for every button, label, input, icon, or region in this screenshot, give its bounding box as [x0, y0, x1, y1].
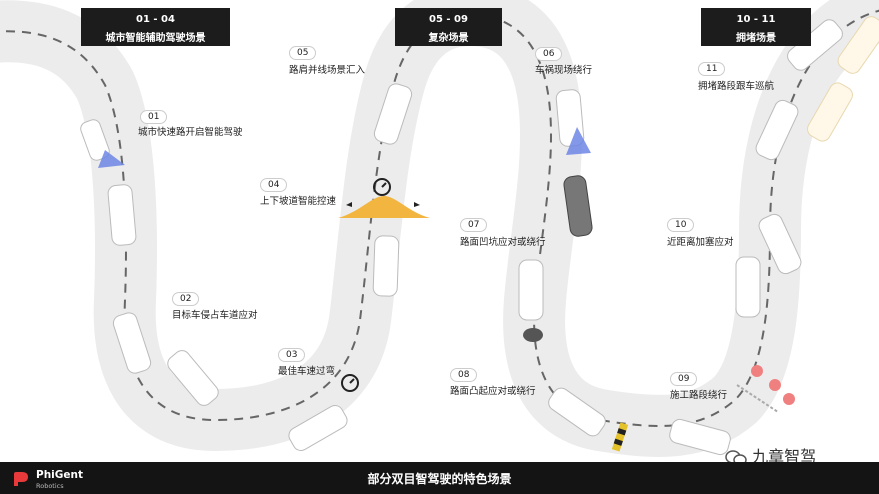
car — [669, 418, 731, 456]
barrier — [736, 384, 779, 413]
traffic-cone-icon — [783, 393, 795, 405]
scenario-number: 01 — [140, 110, 168, 124]
scenario-label: 拥堵路段跟车巡航 — [698, 81, 775, 92]
car — [755, 99, 799, 161]
car — [288, 405, 348, 451]
car — [548, 387, 606, 437]
footer-bar: PhiGent Robotics 部分双目智驾驶的特色场景 — [0, 462, 879, 494]
scenario-label: 上下坡道智能控速 — [260, 196, 337, 207]
sensor-cone — [98, 150, 125, 168]
up-arrow-icon — [346, 202, 352, 207]
speedometer-icon — [373, 178, 391, 196]
scenario-label: 路肩并线场景汇入 — [289, 65, 366, 76]
scenario-number: 06 — [535, 47, 563, 61]
scenario-number: 04 — [260, 178, 288, 192]
down-arrow-icon — [414, 202, 420, 207]
traffic-cone-icon — [769, 379, 781, 391]
speed-bump — [611, 422, 629, 452]
car — [372, 235, 400, 297]
car — [758, 213, 802, 275]
scenario-label: 施工路段绕行 — [670, 390, 728, 401]
scenario-number: 10 — [667, 218, 695, 232]
scenario-number: 02 — [172, 292, 200, 306]
scenario-label: 路面凹坑应对或绕行 — [460, 237, 546, 248]
phigent-logo-icon — [14, 472, 28, 486]
logo-name: PhiGent — [36, 469, 84, 481]
crashed-car — [563, 175, 593, 237]
car — [107, 184, 137, 246]
scenario-number: 08 — [450, 368, 478, 382]
footer-title: 部分双目智驾驶的特色场景 — [367, 472, 512, 486]
logo-sub: Robotics — [36, 482, 64, 490]
car — [735, 256, 761, 318]
watermark-text: 九章智驾 — [752, 447, 817, 466]
car — [112, 312, 152, 374]
scenario-label: 目标车侵占车道应对 — [172, 310, 258, 321]
speed-hump — [338, 196, 430, 218]
car — [837, 16, 879, 74]
scenario-number: 03 — [278, 348, 306, 362]
scenario-number: 07 — [460, 218, 488, 232]
car — [373, 83, 413, 145]
scenario-label: 车祸现场绕行 — [535, 65, 593, 76]
scenario-label: 最佳车速过弯 — [278, 366, 336, 377]
scenario-label: 路面凸起应对或绕行 — [450, 386, 536, 397]
speedometer-icon — [341, 374, 359, 392]
scenario-number: 09 — [670, 372, 698, 386]
car — [518, 259, 544, 321]
car — [807, 82, 853, 142]
scenario-label: 城市快速路开启智能驾驶 — [138, 127, 243, 138]
sensor-cone — [566, 127, 591, 155]
pothole — [523, 328, 543, 342]
car — [167, 350, 219, 406]
scenario-number: 05 — [289, 46, 317, 60]
scenario-label: 近距离加塞应对 — [667, 237, 734, 248]
traffic-cone-icon — [751, 365, 763, 377]
scenario-number: 11 — [698, 62, 726, 76]
